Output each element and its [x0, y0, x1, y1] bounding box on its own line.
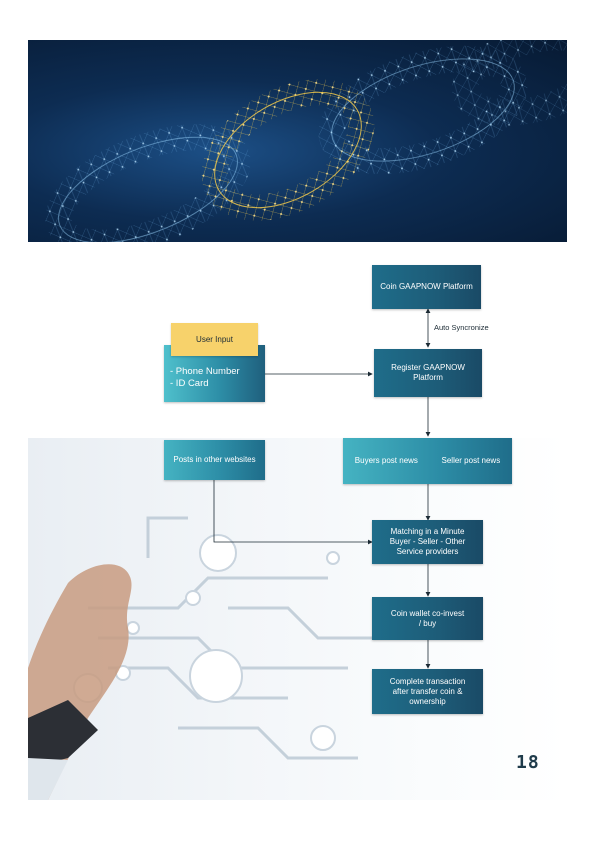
complete-transaction-node: Complete transaction after transfer coin… [372, 669, 483, 714]
register-platform-label: Register GAAPNOW Platform [391, 363, 465, 382]
coin-platform-node: Coin GAAPNOW Platform [372, 265, 481, 309]
circuit-illustration [28, 516, 388, 800]
register-platform-node: Register GAAPNOW Platform [374, 349, 482, 397]
complete-transaction-label: Complete transaction after transfer coin… [389, 676, 466, 706]
matching-label: Matching in a Minute Buyer - Seller - Ot… [389, 527, 466, 556]
posts-news-node: Buyers post news Seller post news [343, 438, 512, 484]
hand-circuit-background [28, 438, 567, 800]
coin-wallet-node: Coin wallet co-invest / buy [372, 597, 483, 640]
user-input-item-id: - ID Card [170, 377, 209, 389]
buyers-post-label: Buyers post news [354, 456, 418, 465]
matching-node: Matching in a Minute Buyer - Seller - Ot… [372, 520, 483, 564]
posts-other-websites-node: Posts in other websites [164, 440, 265, 480]
user-input-list: - Phone Number - ID Card [170, 366, 240, 390]
user-input-label: User Input [171, 323, 258, 356]
user-input-item-phone: - Phone Number [170, 366, 240, 377]
chain-illustration [45, 40, 567, 242]
coin-platform-label: Coin GAAPNOW Platform [380, 282, 473, 291]
blockchain-hero-image [28, 40, 567, 242]
page-number: 18 [516, 752, 540, 773]
sync-label: Auto Syncronize [434, 323, 489, 332]
websites-to-matching-arrow [213, 480, 373, 545]
coin-wallet-label: Coin wallet co-invest / buy [390, 608, 465, 628]
seller-post-label: Seller post news [441, 456, 501, 465]
posts-other-websites-label: Posts in other websites [173, 455, 256, 464]
